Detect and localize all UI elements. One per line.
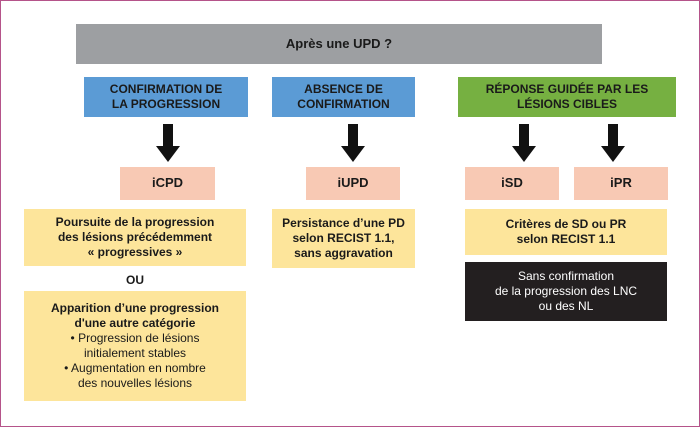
tag-label: iPR [610, 175, 632, 191]
bullet-line: • Progression de lésions [70, 331, 200, 345]
column-header-absence: ABSENCE DE CONFIRMATION [272, 77, 415, 117]
box-line: sans aggravation [294, 246, 393, 260]
box-line: Persistance d’une PD [282, 216, 405, 230]
tag-label: iSD [501, 175, 523, 191]
column-header-confirmation: CONFIRMATION DE LA PROGRESSION [84, 77, 248, 117]
box-line: selon RECIST 1.1, [292, 231, 395, 245]
column-header-line: CONFIRMATION [297, 97, 390, 111]
box-line: Poursuite de la progression [55, 215, 215, 229]
bullet-line: • Augmentation en nombre [64, 361, 206, 375]
bullet-line: initialement stables [83, 346, 187, 360]
box-line: Apparition d’une progression [50, 301, 219, 315]
header-question: Après une UPD ? [76, 24, 602, 64]
header-label: Après une UPD ? [285, 35, 393, 51]
box-sans-confirmation: Sans confirmation de la progression des … [465, 262, 667, 321]
bullet-line: des nouvelles lésions [77, 376, 193, 390]
tag-iupd: iUPD [306, 167, 400, 200]
column-header-line: CONFIRMATION DE [109, 82, 223, 96]
box-criteres: Critères de SD ou PR selon RECIST 1.1 [465, 209, 667, 255]
tag-label: iUPD [337, 175, 369, 191]
box-line: des lésions précédemment [57, 230, 213, 244]
tag-isd: iSD [465, 167, 559, 200]
box-line: ou des NL [538, 299, 594, 313]
box-poursuite: Poursuite de la progression des lésions … [24, 209, 246, 266]
box-persistance: Persistance d’une PD selon RECIST 1.1, s… [272, 209, 415, 268]
tag-ipr: iPR [574, 167, 668, 200]
box-line: selon RECIST 1.1 [516, 232, 616, 246]
down-arrow-icon [601, 124, 625, 162]
box-line: d'une autre catégorie [74, 316, 196, 330]
box-line: « progressives » [87, 245, 183, 259]
down-arrow-icon [341, 124, 365, 162]
box-line: de la progression des LNC [494, 284, 638, 298]
down-arrow-icon [512, 124, 536, 162]
tag-label: iCPD [151, 175, 184, 191]
column-header-line: LA PROGRESSION [111, 97, 221, 111]
down-arrow-icon [156, 124, 180, 162]
tag-icpd: iCPD [120, 167, 215, 200]
column-header-line: LÉSIONS CIBLES [516, 97, 617, 111]
column-header-reponse: RÉPONSE GUIDÉE PAR LES LÉSIONS CIBLES [458, 77, 676, 117]
box-apparition: Apparition d’une progression d'une autre… [24, 291, 246, 401]
column-header-line: ABSENCE DE [304, 82, 383, 96]
box-line: Sans confirmation [517, 269, 615, 283]
box-line: Critères de SD ou PR [505, 217, 627, 231]
or-label: OU [126, 273, 144, 287]
column-header-line: RÉPONSE GUIDÉE PAR LES [485, 82, 649, 96]
